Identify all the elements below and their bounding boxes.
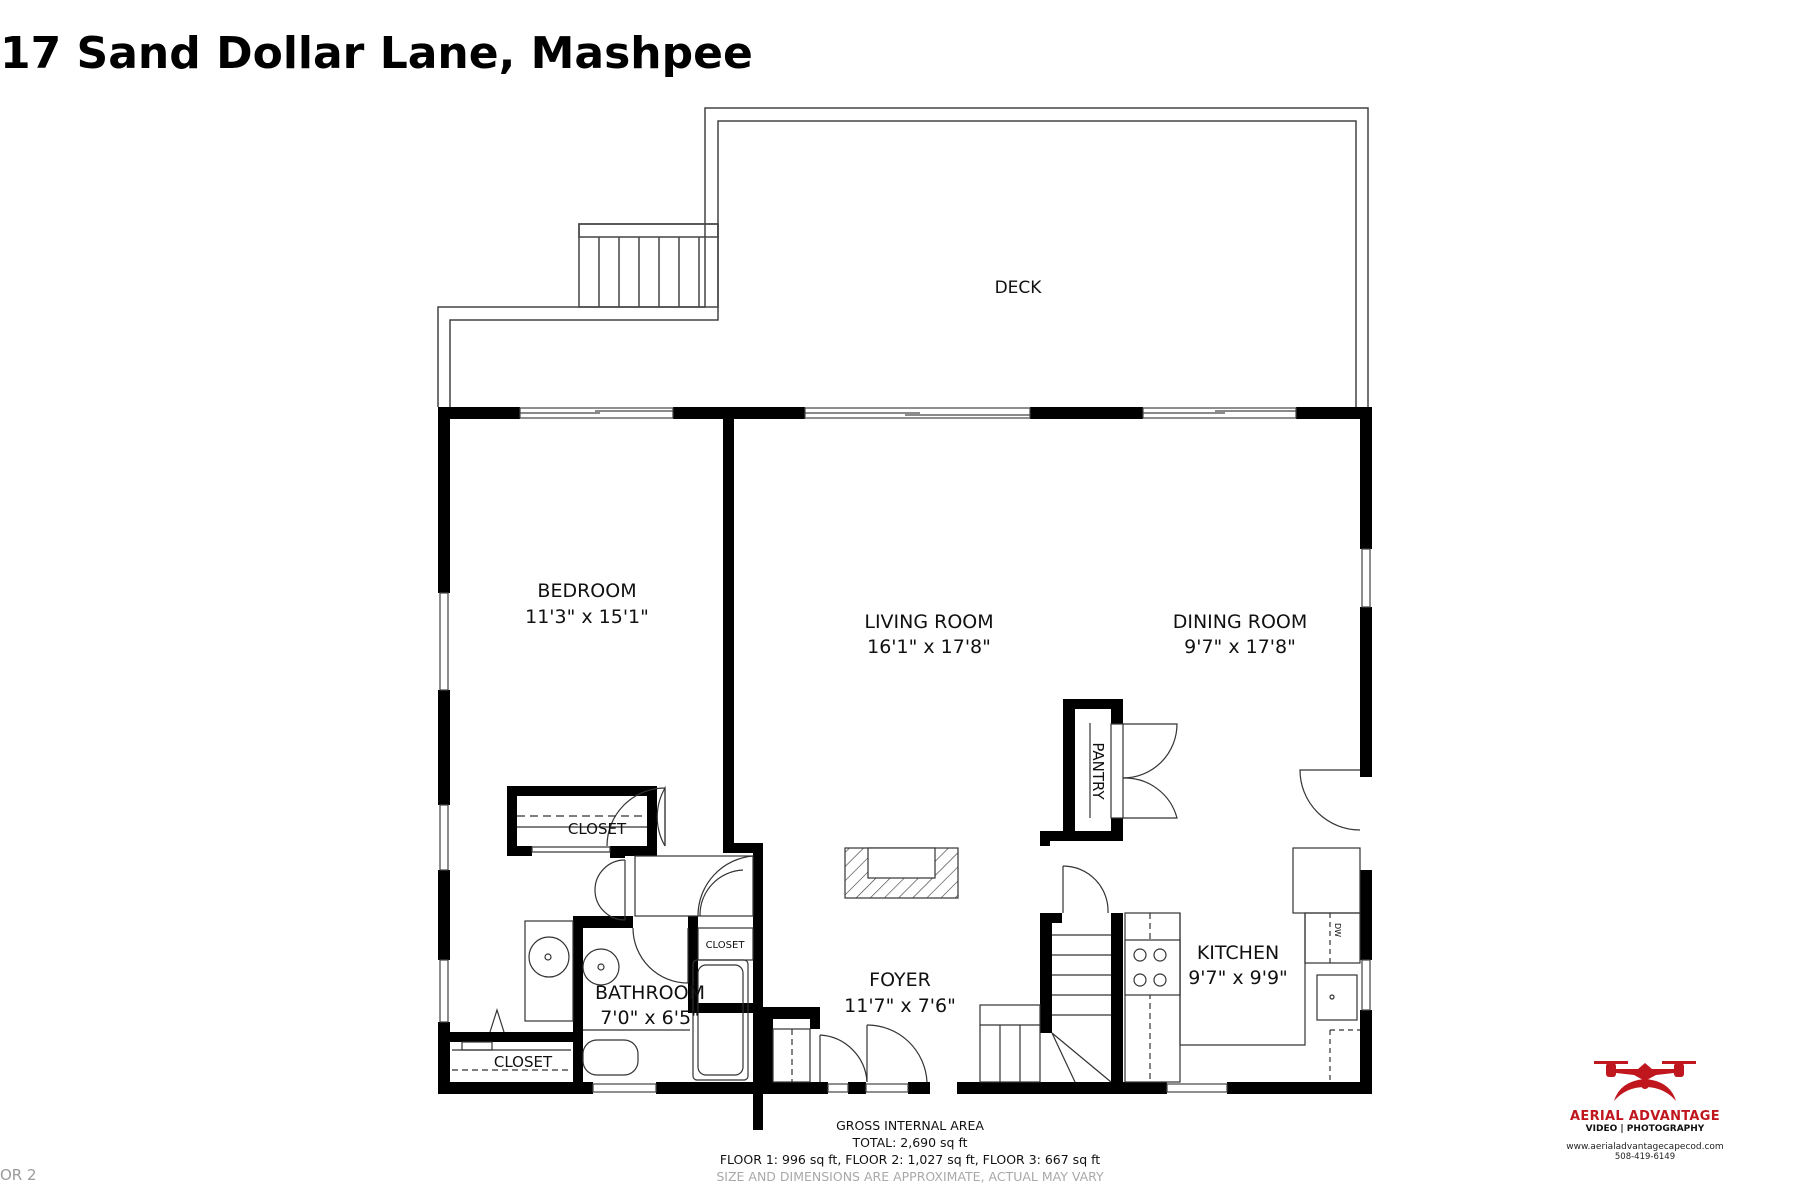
website-link[interactable]: www.aerialadvantagecapecod.com bbox=[1566, 1142, 1724, 1152]
foyer-label: FOYER bbox=[869, 969, 931, 991]
drone-icon bbox=[1594, 1061, 1696, 1101]
floor-tag: OR 2 bbox=[0, 1166, 37, 1184]
bedroom-dims: 11'3" x 15'1" bbox=[525, 606, 649, 628]
fixtures bbox=[452, 723, 1361, 1083]
bathroom-label: BATHROOM bbox=[595, 982, 705, 1004]
sliding-doors bbox=[439, 407, 1371, 1093]
room-labels: BEDROOM 11'3" x 15'1" LIVING ROOM 16'1" … bbox=[494, 580, 1342, 1071]
company-logo: AERIAL ADVANTAGE VIDEO | PHOTOGRAPHY www… bbox=[1545, 1055, 1745, 1162]
interior-walls bbox=[450, 419, 1123, 1130]
deck bbox=[437, 107, 1369, 407]
dining-room-dims: 9'7" x 17'8" bbox=[1184, 636, 1296, 658]
foyer-dims: 11'7" x 7'6" bbox=[844, 995, 956, 1017]
area-heading: GROSS INTERNAL AREA bbox=[836, 1118, 984, 1133]
bedroom-label: BEDROOM bbox=[537, 580, 636, 602]
living-room-dims: 16'1" x 17'8" bbox=[867, 636, 991, 658]
brand-name: AERIAL ADVANTAGE bbox=[1570, 1109, 1720, 1124]
exterior-walls bbox=[438, 407, 1372, 1094]
brand-subtitle: VIDEO | PHOTOGRAPHY bbox=[1585, 1124, 1705, 1134]
bathroom-dims: 7'0" x 6'5" bbox=[600, 1007, 700, 1029]
closet-label-small: CLOSET bbox=[706, 940, 746, 951]
area-disclaimer: SIZE AND DIMENSIONS ARE APPROXIMATE, ACT… bbox=[716, 1169, 1104, 1184]
living-room-label: LIVING ROOM bbox=[864, 611, 993, 633]
gross-internal-area: GROSS INTERNAL AREA TOTAL: 2,690 sq ft F… bbox=[640, 1117, 1180, 1185]
kitchen-dims: 9'7" x 9'9" bbox=[1188, 967, 1288, 989]
dining-room-label: DINING ROOM bbox=[1173, 611, 1308, 633]
pantry-label: PANTRY bbox=[1089, 742, 1107, 800]
phone-number: 508-419-6149 bbox=[1614, 1152, 1676, 1162]
dishwasher-label: DW bbox=[1333, 923, 1342, 937]
deck-label: DECK bbox=[995, 278, 1043, 298]
area-floors: FLOOR 1: 996 sq ft, FLOOR 2: 1,027 sq ft… bbox=[719, 1152, 1101, 1167]
area-total: TOTAL: 2,690 sq ft bbox=[852, 1135, 968, 1150]
closet-label-bedroom: CLOSET bbox=[568, 820, 627, 838]
closet-label-bottom: CLOSET bbox=[494, 1053, 553, 1071]
kitchen-label: KITCHEN bbox=[1197, 942, 1279, 964]
page-title: 17 Sand Dollar Lane, Mashpee bbox=[0, 28, 753, 79]
